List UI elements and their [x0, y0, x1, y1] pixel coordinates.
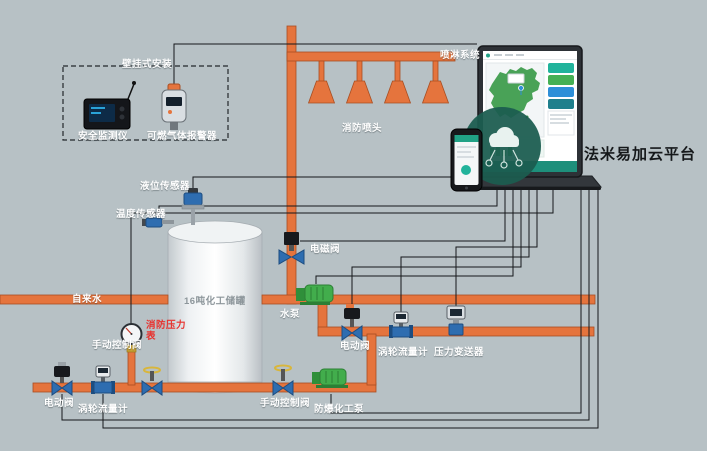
label-wall-mount-title: 壁挂式安装: [122, 59, 173, 70]
label-safety-monitor: 安全监测仪: [78, 131, 129, 142]
manual-valve-b-device: [272, 364, 294, 396]
label-level-sensor: 液位传感器: [140, 181, 191, 192]
label-solenoid-valve: 电磁阀: [310, 244, 341, 255]
label-fire-sprinkler: 消防喷头: [342, 123, 383, 134]
dashboard-button-4: [548, 99, 574, 109]
turbine-flow-meter-bottom-device: [91, 365, 115, 394]
label-turbine-meter-mid: 涡轮流量计: [378, 347, 429, 358]
gas-detector-device: [161, 83, 187, 130]
dashboard-button-1: [548, 63, 574, 73]
level-sensor-device: [181, 188, 205, 225]
dashboard-button-3: [548, 87, 574, 97]
turbine-flow-meter-mid-device: [389, 311, 413, 338]
label-electric-valve-mid: 电动阀: [340, 341, 371, 352]
solenoid-valve-device: [278, 232, 305, 265]
label-pressure-transmitter: 压力变送器: [434, 347, 485, 358]
label-gas-alarm: 可燃气体报警器: [147, 131, 218, 142]
label-tank: 16吨化工储罐: [184, 296, 246, 307]
electric-valve-bottom-device: [51, 362, 73, 396]
wall-mount-box: [62, 65, 229, 141]
storage-tank: [167, 220, 263, 394]
label-fire-pressure-gauge: 消防压力表: [146, 320, 187, 342]
electric-valve-mid-device: [341, 304, 363, 341]
temperature-sensor-device: [142, 217, 174, 228]
explosion-proof-pump-device: [312, 368, 348, 388]
pressure-transmitter-device: [446, 305, 466, 336]
label-spray-system: 喷淋系统: [440, 50, 481, 61]
smartphone: [450, 128, 483, 192]
dashboard-button-2: [548, 75, 574, 85]
label-electric-valve-bottom: 电动阀: [44, 398, 75, 409]
label-platform-title: 法米易加云平台: [584, 146, 697, 163]
label-temp-sensor: 温度传感器: [116, 209, 167, 220]
fire-pressure-gauge-device: [120, 323, 143, 353]
manual-valve-a-device: [141, 366, 163, 396]
label-tap-water: 自来水: [72, 294, 103, 305]
label-water-pump: 水泵: [280, 309, 301, 320]
safety-monitor-device: [83, 81, 136, 130]
label-exproof-pump: 防爆化工泵: [314, 404, 365, 415]
fire-sprinkler-heads: [307, 80, 450, 104]
label-manual-valve-a: 手动控制阀: [92, 340, 143, 351]
water-pump-device: [296, 284, 334, 305]
label-turbine-meter-bottom: 涡轮流量计: [78, 404, 129, 415]
china-map: [489, 67, 540, 118]
label-manual-valve-b: 手动控制阀: [260, 398, 311, 409]
